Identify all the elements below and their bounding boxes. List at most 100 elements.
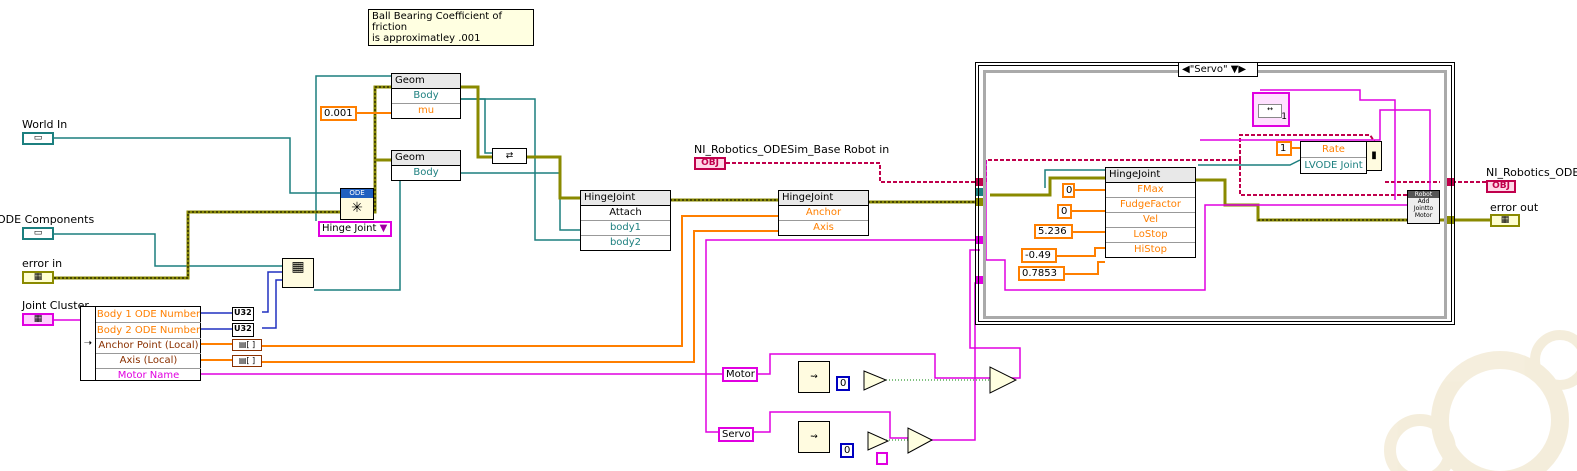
hinge3-title: HingeJoint — [1106, 168, 1195, 183]
robot-out-label: NI_Robotics_ODE — [1486, 166, 1577, 179]
friction-note: Ball Bearing Coefficient of friction is … — [368, 9, 534, 46]
geom1-title: Geom — [392, 74, 460, 89]
lostop-constant[interactable]: -0.49 — [1021, 248, 1057, 263]
add-joint-line2: Add — [1417, 198, 1430, 205]
mu-constant[interactable]: 0.001 — [320, 106, 357, 121]
world-in-terminal[interactable]: ▭ — [22, 132, 54, 145]
tunnel-error-out — [1446, 216, 1454, 224]
unbundle-body2: Body 2 ODE Number — [96, 323, 201, 339]
error-out-label: error out — [1490, 201, 1539, 214]
case-selector-label: "Servo" — [1189, 64, 1228, 75]
lvode-class-constant[interactable]: ↔ 1 — [1252, 92, 1290, 127]
tunnel-ref — [976, 188, 984, 196]
tunnel-error — [976, 198, 984, 206]
error-in-label: error in — [22, 257, 63, 270]
ode-vi-title: ODE — [341, 189, 373, 198]
bundle-by-name-lvode[interactable]: Rate LVODE Joint — [1300, 141, 1367, 174]
geom-property-node-1[interactable]: Geom Body mu — [391, 73, 461, 119]
robot-in-terminal[interactable]: OBJ — [694, 157, 726, 170]
array-to-cluster-1[interactable]: ▤[ ] — [232, 339, 262, 351]
add-joint-to-motor-vi[interactable]: Robot Add Jointto Motor — [1407, 190, 1440, 224]
geom2-title: Geom — [392, 151, 460, 166]
array-to-cluster-2[interactable]: ▤[ ] — [232, 355, 262, 367]
hinge-joint-anchor-node[interactable]: HingeJoint Anchor Axis — [778, 190, 869, 236]
add-joint-line1: Robot — [1408, 191, 1439, 198]
hinge2-axis: Axis — [813, 222, 834, 233]
servo-string-constant[interactable]: Servo — [718, 427, 754, 442]
zero-constant-2[interactable]: 0 — [840, 443, 854, 458]
case-next-icon[interactable]: ▼▶ — [1227, 64, 1247, 75]
greater-than-icon-1 — [863, 370, 888, 391]
fmax-constant[interactable]: 0 — [1062, 183, 1075, 198]
ode-components-terminal[interactable]: ▭ — [22, 227, 54, 240]
hinge3-histop: HiStop — [1133, 244, 1168, 255]
tunnel-string — [976, 236, 984, 244]
zero-constant-1[interactable]: 0 — [836, 376, 850, 391]
hinge1-title: HingeJoint — [581, 191, 670, 206]
add-joint-line3: Jointto — [1413, 205, 1434, 212]
string-indicator[interactable] — [876, 452, 888, 465]
greater-than-icon-2 — [867, 431, 890, 451]
ode-components-label: ODE Components — [0, 213, 95, 226]
hinge1-attach: Attach — [581, 206, 670, 221]
robot-arm-watermark — [1384, 330, 1577, 471]
histop-constant[interactable]: 0.7853 — [1018, 266, 1065, 281]
motor-string-constant[interactable]: Motor — [722, 367, 758, 382]
hinge2-title: HingeJoint — [779, 191, 868, 206]
lvode-joint: LVODE Joint — [1304, 160, 1363, 171]
vel-constant[interactable]: 5.236 — [1034, 224, 1073, 239]
fudge-constant[interactable]: 0 — [1057, 204, 1072, 219]
error-out-terminal[interactable]: ▦ — [1490, 214, 1520, 227]
joint-cluster-terminal[interactable]: ▦ — [22, 313, 54, 326]
unbundle-arrow-icon: ➝ — [81, 307, 96, 380]
hinge3-vel: Vel — [1106, 213, 1195, 228]
unbundle-by-name[interactable]: ➝ Body 1 ODE Number Body 2 ODE Number An… — [80, 306, 201, 381]
rate-constant[interactable]: 1 — [1276, 141, 1292, 156]
hinge1-body2: body2 — [609, 237, 642, 248]
hinge3-fmax: FMax — [1106, 183, 1195, 198]
joint-icon: ↔ — [1258, 104, 1282, 118]
error-in-terminal[interactable]: ▦ — [22, 271, 54, 284]
unbundle-anchor: Anchor Point (Local) — [96, 339, 201, 354]
grid-icon: ▦ — [291, 259, 305, 275]
unbundle-motor-name: Motor Name — [117, 370, 180, 381]
case-selector[interactable]: ◀"Servo" ▼▶ — [1178, 62, 1258, 77]
hinge-joint-servo-node[interactable]: HingeJoint FMax FudgeFactor Vel LoStop H… — [1105, 167, 1196, 258]
robot-out-terminal[interactable]: OBJ — [1486, 180, 1516, 193]
tunnel-string-2 — [976, 276, 984, 284]
hinge2-anchor: Anchor — [779, 206, 868, 221]
tunnel-robot-out — [1446, 178, 1454, 186]
geom1-body: Body — [392, 89, 460, 104]
case-prev-icon[interactable]: ◀ — [1182, 64, 1190, 75]
select-icon-2 — [907, 427, 934, 454]
index-array-icon[interactable]: ▦ — [282, 258, 314, 288]
hinge3-fudge: FudgeFactor — [1106, 198, 1195, 213]
select-icon-1 — [989, 366, 1018, 394]
hinge-joint-ring[interactable]: Hinge Joint ▼ — [318, 221, 392, 237]
note-line-2: is approximatley .001 — [372, 33, 481, 44]
bundle-icon[interactable]: ▮ — [1366, 141, 1382, 171]
unbundle-axis: Axis (Local) — [96, 354, 201, 369]
note-line-1: Ball Bearing Coefficient of friction — [372, 11, 503, 33]
u32-conversion-2[interactable]: U32 — [232, 323, 254, 337]
sparkle-icon: ✳ — [351, 200, 363, 216]
build-array-icon[interactable]: ⇄ — [492, 148, 527, 164]
geom1-mu: mu — [417, 105, 435, 116]
ode-create-vi[interactable]: ODE ✳ — [340, 188, 374, 220]
add-joint-line4: Motor — [1414, 212, 1433, 219]
tunnel-robot-in — [976, 178, 984, 186]
joint-cluster-label: Joint Cluster — [22, 299, 89, 312]
unbundle-body1: Body 1 ODE Number — [96, 307, 201, 323]
hinge3-lostop: LoStop — [1106, 228, 1195, 243]
world-in-label: World In — [22, 118, 68, 131]
search-string-icon-1[interactable]: ⇝ — [798, 361, 830, 393]
geom2-body: Body — [413, 167, 439, 178]
u32-conversion-1[interactable]: U32 — [232, 307, 254, 321]
hinge-joint-attach-node[interactable]: HingeJoint Attach body1 body2 — [580, 190, 671, 251]
geom-property-node-2[interactable]: Geom Body — [391, 150, 461, 181]
search-string-icon-2[interactable]: ⇝ — [798, 421, 830, 453]
hinge1-body1: body1 — [581, 221, 670, 236]
case-structure-inner — [983, 70, 1447, 319]
